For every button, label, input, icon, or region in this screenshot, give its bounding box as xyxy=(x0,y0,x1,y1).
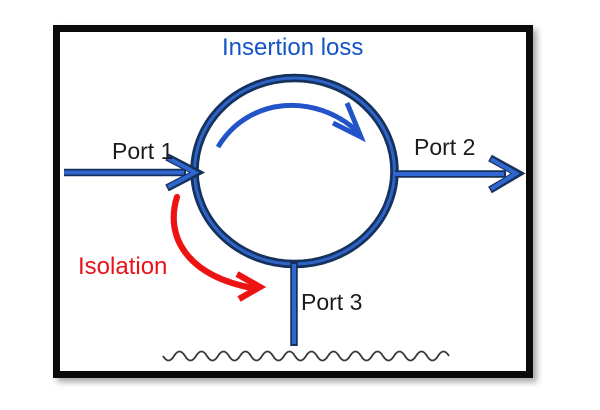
isolation-label: Isolation xyxy=(78,253,168,280)
port2-arrow-icon xyxy=(395,154,526,194)
termination-wave-icon xyxy=(162,350,450,362)
port1-arrow-icon xyxy=(64,153,206,192)
clockwise-arrow-icon xyxy=(215,102,366,149)
port2-label: Port 2 xyxy=(414,134,476,160)
isolation-arrow-icon xyxy=(170,193,267,302)
port3-label: Port 3 xyxy=(301,289,363,315)
port1-label: Port 1 xyxy=(112,138,174,164)
insertion-loss-label: Insertion loss xyxy=(222,34,364,61)
